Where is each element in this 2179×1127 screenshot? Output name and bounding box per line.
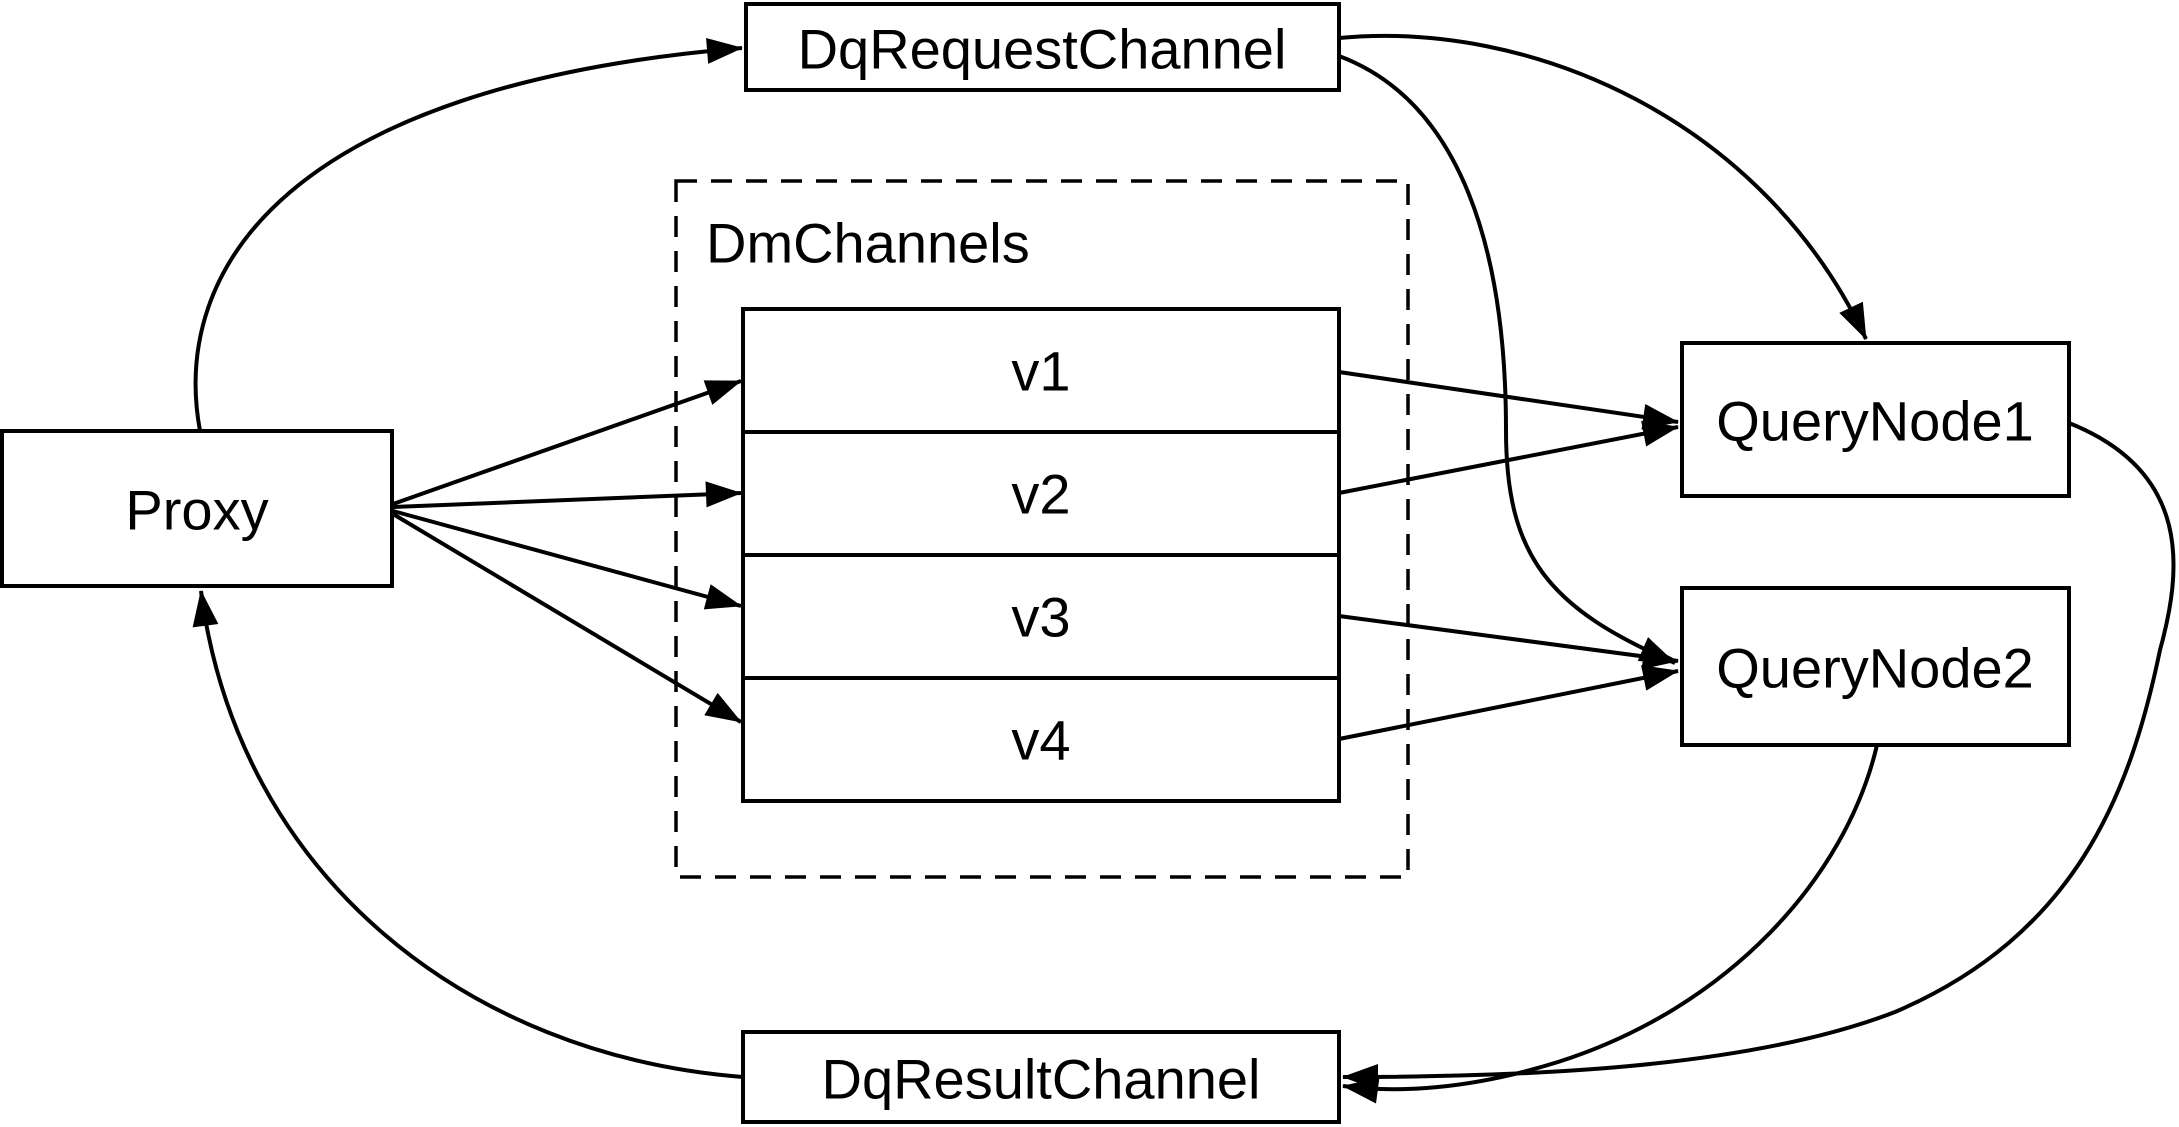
channel-row-v2-label: v2	[1011, 463, 1070, 526]
edge-proxy-to-v4	[391, 512, 743, 724]
edge-proxy-to-v2	[392, 481, 742, 509]
query-node-2-label: QueryNode2	[1716, 637, 2034, 700]
channel-row-v4-label: v4	[1011, 709, 1070, 772]
edge-proxy-to-v1	[392, 379, 742, 506]
query-node-1-label: QueryNode1	[1716, 390, 2034, 453]
dq-request-channel-node	[744, 2, 1341, 92]
edge-v1-to-query-node-1	[1338, 370, 1679, 430]
edge-proxy-to-v3	[392, 509, 742, 610]
dq-result-channel-node	[741, 1030, 1341, 1124]
edge-proxy-to-dq-request-channel	[193, 37, 743, 432]
dq-result-channel-label: DqResultChannel	[822, 1048, 1261, 1111]
proxy-node	[0, 429, 394, 588]
edge-v4-to-query-node-2	[1338, 665, 1679, 741]
edge-query-node-1-to-dq-result-channel	[1342, 421, 2176, 1090]
edge-dq-request-channel-to-query-node-1	[1338, 33, 1868, 340]
edge-v3-to-query-node-2	[1338, 614, 1679, 670]
dq-request-channel-label: DqRequestChannel	[798, 18, 1287, 81]
dm-channels-group-box	[674, 179, 1410, 879]
edge-query-node-2-to-dq-result-channel	[1342, 744, 1879, 1104]
query-node-2-node	[1680, 586, 2071, 747]
proxy-label: Proxy	[125, 479, 268, 542]
edge-dq-request-channel-to-query-node-2	[1338, 54, 1676, 665]
channel-row-v1-label: v1	[1011, 340, 1070, 403]
dm-channels-group-label: DmChannels	[706, 212, 1030, 275]
channel-row-v3-label: v3	[1011, 586, 1070, 649]
query-node-1-node	[1680, 341, 2071, 498]
edge-dq-result-channel-to-proxy	[192, 590, 744, 1079]
